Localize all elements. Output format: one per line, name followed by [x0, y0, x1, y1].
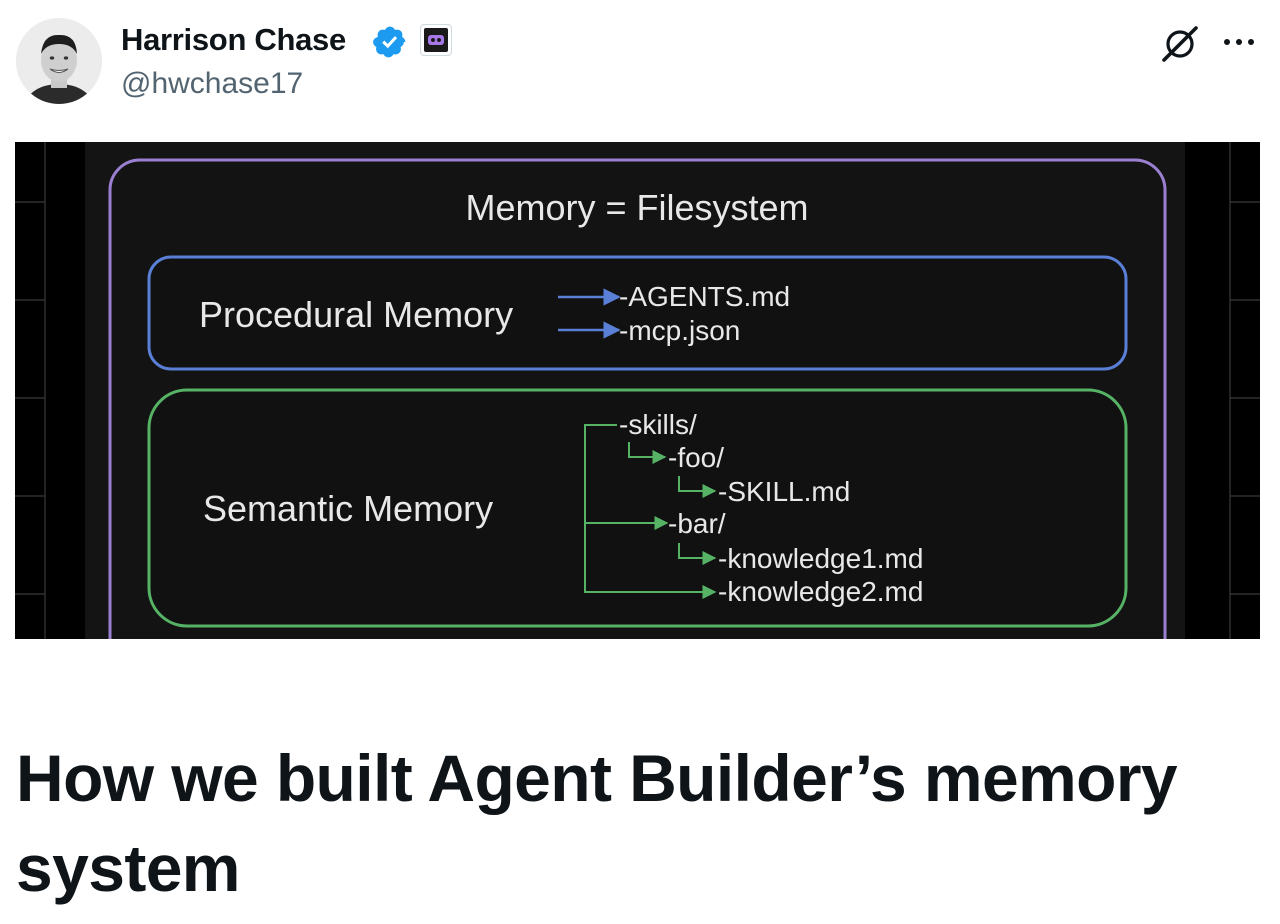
- tree-item: -SKILL.md: [718, 476, 850, 507]
- article-cover-image[interactable]: Memory = Filesystem Procedural Memory -A…: [15, 142, 1260, 639]
- procedural-memory-box: [147, 255, 1128, 371]
- author-handle[interactable]: @hwchase17: [121, 67, 304, 100]
- verified-badge-icon: [372, 24, 408, 60]
- author-name[interactable]: Harrison Chase: [121, 22, 346, 57]
- tree-item: -knowledge1.md: [718, 543, 923, 574]
- avatar[interactable]: [16, 18, 102, 104]
- procedural-memory-label: Procedural Memory: [199, 294, 513, 335]
- tree-item: -knowledge2.md: [718, 576, 923, 607]
- affiliate-badge-icon[interactable]: [420, 24, 452, 56]
- semantic-memory-box: [147, 388, 1128, 628]
- semantic-memory-label: Semantic Memory: [203, 488, 493, 529]
- tree-item: -foo/: [668, 442, 724, 473]
- procedural-file: -AGENTS.md: [619, 281, 790, 312]
- more-icon[interactable]: [1216, 20, 1262, 64]
- tree-item: -skills/: [619, 409, 697, 440]
- procedural-file: -mcp.json: [619, 315, 740, 346]
- tweet-header: Harrison Chase @hwchase17: [0, 0, 1280, 130]
- article-title[interactable]: How we built Agent Builder’s memory syst…: [16, 741, 1178, 905]
- tree-item: -bar/: [668, 508, 726, 539]
- diagram-heading: Memory = Filesystem: [465, 187, 808, 228]
- grok-icon[interactable]: [1158, 20, 1202, 64]
